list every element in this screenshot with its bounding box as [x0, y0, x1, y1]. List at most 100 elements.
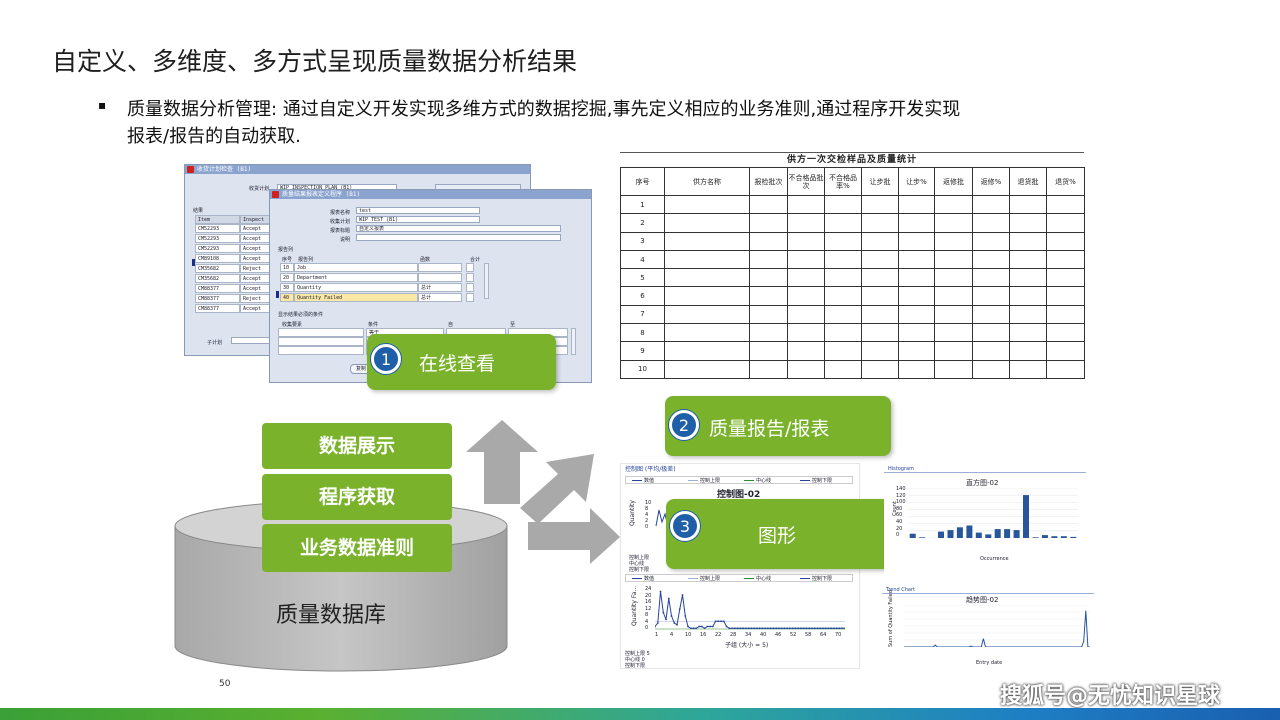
column-func-cell[interactable]	[418, 273, 462, 282]
hist-bar	[1051, 536, 1058, 538]
supplier-table-row: 10	[620, 359, 1085, 379]
hist-bar	[985, 534, 992, 538]
histogram-title: 直方图-02	[966, 479, 999, 487]
bullet-text: 质量数据分析管理: 通过自定义开发实现多维方式的数据挖掘,事先定义相应的业务准则…	[127, 99, 961, 147]
lower-series-point	[692, 627, 695, 630]
supplier-table-cell	[824, 359, 862, 379]
lower-series-point	[802, 627, 805, 630]
supplier-table-cell	[972, 249, 1010, 270]
criteria-element-2[interactable]	[278, 337, 364, 346]
column-seq-cell[interactable]: 20	[280, 273, 294, 282]
column-func-cell[interactable]: 总计	[418, 283, 462, 292]
control-chart-title: 控制图-02	[717, 490, 761, 500]
collection-plan-field[interactable]: WIP TEST (B1)	[356, 216, 480, 223]
desc-field[interactable]	[356, 234, 561, 241]
lower-series-point	[655, 625, 656, 628]
lower-series-point	[711, 625, 714, 628]
item-cell[interactable]: CM35682	[195, 264, 240, 273]
criteria-scrollbar[interactable]	[571, 328, 576, 355]
supplier-table-cell	[1009, 249, 1047, 270]
column-total-checkbox[interactable]	[466, 263, 474, 272]
supplier-table-cell	[972, 341, 1010, 361]
legend-swatch	[688, 578, 698, 579]
lower-series-point	[791, 627, 794, 630]
seq-col-label: 序号	[282, 257, 293, 263]
lower-series-point	[720, 620, 722, 623]
lower-series-point	[775, 627, 778, 630]
lower-x-tick: 1	[655, 632, 659, 638]
lower-series-point	[783, 627, 786, 630]
supplier-table-cell	[664, 359, 750, 379]
hist-bar	[909, 533, 916, 538]
hist-bar	[1013, 530, 1020, 538]
item-cell[interactable]: CM88377	[195, 304, 240, 313]
supplier-table-cell	[1046, 304, 1085, 325]
supplier-table-header-cell: 供方名称	[664, 167, 750, 196]
lower-x-tick: 28	[730, 632, 737, 638]
column-name-cell[interactable]: Quantity	[294, 283, 418, 292]
supplier-table-header-cell: 让步批	[861, 167, 899, 196]
supplier-table-cell	[898, 268, 935, 288]
column-name-cell[interactable]: Quantity Failed	[294, 293, 418, 302]
lower-series-point	[681, 594, 684, 596]
lower-series-point	[761, 627, 764, 630]
supplier-table-cell	[898, 323, 935, 343]
column-total-checkbox[interactable]	[466, 283, 474, 292]
column-func-cell[interactable]: 总计	[418, 293, 462, 302]
hist-bar	[994, 529, 1001, 538]
upper-y-tick: 10	[645, 500, 652, 506]
lower-series-line	[655, 591, 845, 629]
item-cell[interactable]: CM52293	[195, 234, 240, 243]
column-seq-cell[interactable]: 10	[280, 263, 294, 272]
lower-series-point	[824, 627, 827, 630]
column-func-cell[interactable]	[418, 263, 462, 272]
lower-series-point	[670, 615, 673, 617]
criteria-element-3[interactable]	[278, 346, 364, 355]
hist-y-tick: 140	[896, 486, 906, 492]
upper-y-tick: 8	[645, 506, 649, 512]
legend-swatch	[632, 578, 642, 579]
column-name-cell[interactable]: Job	[294, 263, 418, 272]
item-cell[interactable]: CM35682	[195, 274, 240, 283]
lower-series-point	[731, 627, 733, 630]
lower-x-tick: 52	[790, 632, 797, 638]
callout-3-label: 图形	[758, 525, 797, 547]
supplier-table-cell	[787, 231, 825, 251]
report-title-field[interactable]: 自定义报表	[356, 225, 561, 232]
criteria-element-1[interactable]	[278, 328, 364, 337]
item-cell[interactable]: CM89108	[195, 254, 240, 263]
column-total-checkbox[interactable]	[466, 293, 474, 302]
supplier-table-cell	[861, 359, 899, 379]
lower-x-tick: 46	[775, 632, 782, 638]
column-name-cell[interactable]: Department	[294, 273, 418, 282]
supplier-table-row: 9	[620, 341, 1085, 361]
database-label: 质量数据库	[276, 603, 387, 628]
supplier-table-cell	[861, 231, 899, 251]
item-cell[interactable]: CM52293	[195, 244, 240, 253]
legend-item: 控制下限	[812, 576, 833, 582]
hist-y-tick: 100	[896, 499, 906, 506]
trend-header-rule	[882, 593, 1094, 594]
control-left-label: 控制上限	[629, 555, 650, 561]
supplier-table-cell	[749, 304, 788, 325]
supplier-row-number: 5	[620, 268, 665, 288]
item-cell[interactable]: CM52293	[195, 224, 240, 233]
supplier-row-number: 10	[620, 359, 665, 379]
lower-left-label: 控制下限	[625, 663, 646, 669]
lower-series-point	[753, 627, 755, 630]
item-cell[interactable]: CM88377	[195, 294, 240, 303]
report-col-label: 报告列	[298, 257, 314, 263]
report-name-field[interactable]: test	[356, 207, 480, 214]
column-seq-cell[interactable]: 30	[280, 283, 294, 292]
item-cell[interactable]: CM88377	[195, 284, 240, 293]
legend-swatch	[744, 480, 754, 481]
column-seq-cell[interactable]: 40	[280, 293, 294, 302]
supplier-table-cell	[787, 341, 825, 361]
column-total-checkbox[interactable]	[466, 273, 474, 282]
legend-item: 控制上限	[700, 576, 721, 582]
columns-scrollbar[interactable]	[484, 263, 489, 299]
lower-series-point	[772, 627, 775, 630]
lower-series-point	[769, 627, 772, 630]
slide-title: 自定义、多维度、多方式呈现质量数据分析结果	[52, 47, 578, 76]
criteria-label: 显示结果必须的条件	[278, 312, 324, 318]
